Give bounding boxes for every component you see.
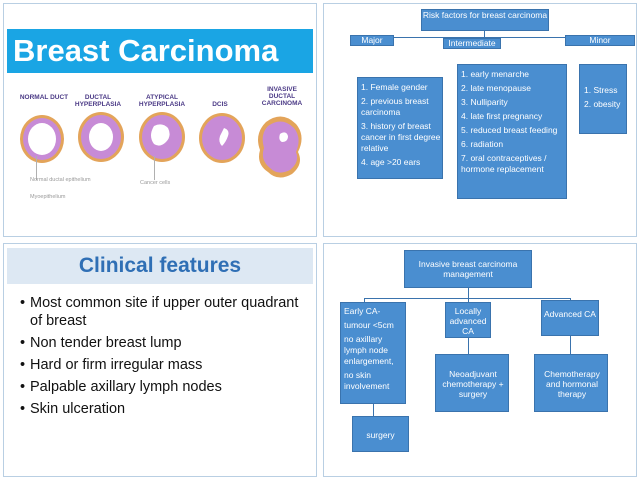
management-root-box: Invasive breast carcinoma management (404, 250, 532, 288)
stage-label-ductal-hyperplasia: DUCTAL HYPERPLASIA (74, 94, 122, 108)
connector-line (468, 288, 469, 298)
connector-line (364, 298, 570, 299)
major-risk-item: 1. Female gender (361, 82, 428, 92)
intermediate-category-label: Intermediate (448, 38, 496, 48)
dcis-image (199, 113, 245, 163)
breast-carcinoma-slide: Breast Carcinoma NORMAL DUCT DUCTAL HYPE… (3, 3, 317, 237)
title-banner: Breast Carcinoma (7, 29, 313, 73)
connector-line (468, 338, 469, 354)
leader-line (36, 156, 37, 180)
major-risk-item: 2. previous breast carcinoma (361, 96, 429, 117)
neoadjuvant-label: Neoadjuvant chemotherapy + surgery (442, 369, 504, 399)
early-ca-criterion: tumour <5cm (344, 320, 394, 330)
major-category-box: Major (350, 35, 394, 46)
stage-label-atypical-hyperplasia: ATYPICAL HYPERPLASIA (138, 94, 186, 108)
atypical-hyperplasia-image (139, 112, 185, 162)
minor-category-box: Minor (565, 35, 635, 46)
annotation-myoepithelium: Myoepithelium (30, 194, 66, 200)
early-ca-criterion: no skin involvement (344, 370, 390, 391)
minor-category-label: Minor (589, 35, 611, 45)
major-risk-item: 3. history of breast cancer in first deg… (361, 121, 441, 153)
locally-advanced-box: Locally advanced CA (445, 302, 491, 338)
ductal-hyperplasia-image (78, 112, 124, 162)
stage-label-dcis: DCIS (212, 101, 228, 108)
chemotherapy-label: Chemotherapy and hormonal therapy (544, 369, 600, 399)
chemotherapy-box: Chemotherapy and hormonal therapy (534, 354, 608, 412)
clinical-heading-bar: Clinical features (7, 248, 313, 284)
management-slide: Invasive breast carcinoma management Ear… (323, 243, 637, 477)
clinical-feature-item: Palpable axillary lymph nodes (20, 378, 310, 396)
stage-label-invasive: INVASIVE DUCTAL CARCINOMA (261, 86, 303, 107)
annotation-cancer-cells: Cancer cells (140, 180, 171, 186)
risk-factors-root-box: Risk factors for breast carcinoma (421, 9, 549, 31)
intermediate-risk-item: 1. early menarche (461, 69, 530, 79)
clinical-features-list: Most common site if upper outer quadrant… (20, 294, 310, 422)
connector-line (484, 31, 485, 37)
minor-risk-item: 2. obesity (584, 99, 621, 109)
clinical-features-slide: Clinical features Most common site if up… (3, 243, 317, 477)
risk-factors-slide: Risk factors for breast carcinoma Major … (323, 3, 637, 237)
connector-line (373, 404, 374, 416)
stage-label-normal: NORMAL DUCT (19, 94, 69, 101)
major-category-label: Major (361, 35, 383, 45)
connector-line (468, 298, 469, 302)
clinical-feature-item: Skin ulceration (20, 400, 310, 418)
invasive-ductal-carcinoma-image (258, 116, 302, 178)
neoadjuvant-box: Neoadjuvant chemotherapy + surgery (435, 354, 509, 412)
intermediate-risk-list: 1. early menarche 2. late menopause 3. N… (461, 69, 565, 178)
major-risk-item: 4. age >20 ears (361, 157, 421, 167)
intermediate-risk-item: 4. late first pregnancy (461, 111, 543, 121)
intermediate-risk-item: 5. reduced breast feeding (461, 125, 558, 135)
intermediate-risk-item: 2. late menopause (461, 83, 531, 93)
risk-factors-root-label: Risk factors for breast carcinoma (422, 10, 548, 20)
leader-line (154, 156, 155, 180)
slide-title: Breast Carcinoma (13, 33, 279, 68)
intermediate-risk-item: 6. radiation (461, 139, 504, 149)
early-ca-content: Early CA- tumour <5cm no axillary lymph … (344, 306, 404, 392)
clinical-feature-item: Non tender breast lump (20, 334, 310, 352)
connector-line (372, 37, 599, 38)
intermediate-category-box: Intermediate (443, 38, 501, 49)
early-ca-box: Early CA- tumour <5cm no axillary lymph … (340, 302, 406, 404)
intermediate-risk-box: 1. early menarche 2. late menopause 3. N… (457, 64, 567, 199)
clinical-feature-item: Most common site if upper outer quadrant… (20, 294, 310, 330)
management-root-label: Invasive breast carcinoma management (418, 259, 518, 279)
major-risk-list: 1. Female gender 2. previous breast carc… (361, 82, 441, 171)
minor-risk-box: 1. Stress 2. obesity (579, 64, 627, 134)
locally-advanced-label: Locally advanced CA (449, 306, 487, 336)
intermediate-risk-item: 3. Nulliparity (461, 97, 508, 107)
major-risk-box: 1. Female gender 2. previous breast carc… (357, 77, 443, 179)
minor-risk-list: 1. Stress 2. obesity (584, 85, 626, 113)
clinical-features-heading: Clinical features (78, 254, 242, 277)
early-ca-title: Early CA- (344, 306, 381, 316)
minor-risk-item: 1. Stress (584, 85, 618, 95)
annotation-normal-epithelium: Normal ductal epithelium (30, 177, 91, 183)
advanced-ca-label: Advanced CA (544, 309, 596, 319)
intermediate-risk-item: 7. oral contraceptives / hormone replace… (461, 153, 547, 174)
connector-line (570, 336, 571, 354)
early-ca-criterion: no axillary lymph node enlargement, (344, 334, 394, 366)
clinical-feature-item: Hard or firm irregular mass (20, 356, 310, 374)
duct-illustrations (20, 112, 302, 178)
connector-line (364, 298, 365, 302)
advanced-ca-box: Advanced CA (541, 300, 599, 336)
surgery-box: surgery (352, 416, 409, 452)
surgery-label: surgery (366, 430, 395, 440)
normal-duct-image (20, 115, 64, 163)
